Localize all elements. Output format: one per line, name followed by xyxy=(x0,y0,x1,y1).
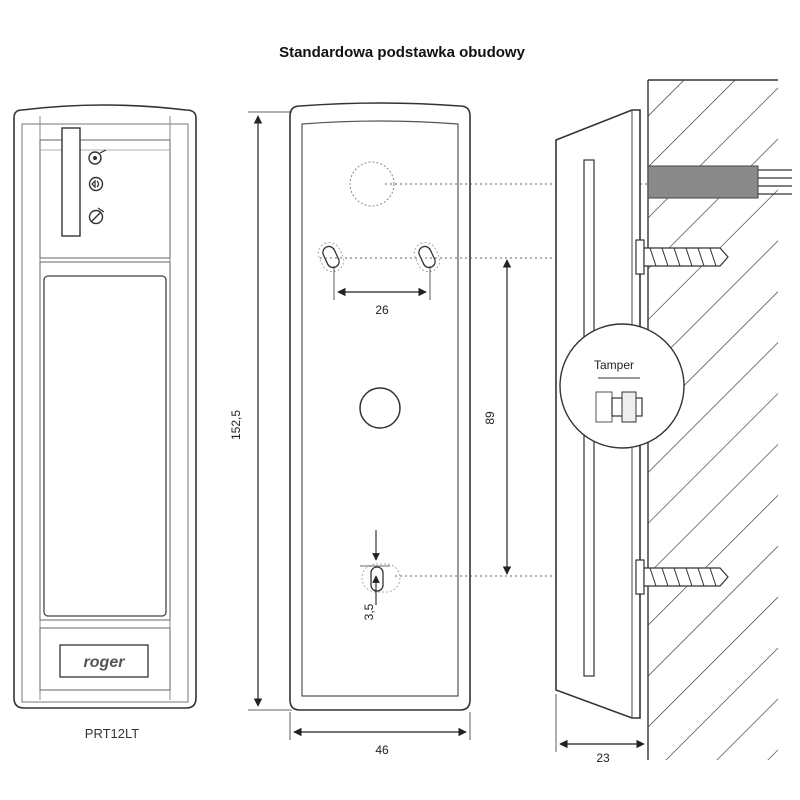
tamper-magnifier xyxy=(559,323,685,449)
dim-hole-spacing: 26 xyxy=(375,303,389,317)
led-window xyxy=(61,127,81,237)
prohibited-icon xyxy=(88,207,105,225)
tamper-switch-body xyxy=(595,391,613,423)
logo-plate xyxy=(59,644,149,678)
center-hole xyxy=(359,387,401,429)
led-status-icon xyxy=(88,149,107,165)
dim-height: 152,5 xyxy=(229,410,243,440)
dim-width: 46 xyxy=(375,743,389,757)
dim-vertical-spacing: 89 xyxy=(483,411,497,425)
wall-anchor-bottom xyxy=(635,559,729,595)
back-view: 26 3,5 152,5 46 89 xyxy=(229,102,512,757)
dim-slot-offset: 3,5 xyxy=(362,603,376,620)
dim-depth: 23 xyxy=(596,751,610,765)
mounting-slot-left xyxy=(317,241,345,273)
tamper-label: Tamper xyxy=(594,358,634,372)
diagram-title: Standardowa podstawka obudowy xyxy=(279,44,526,61)
cable xyxy=(647,165,759,199)
card-reading-area xyxy=(43,275,167,617)
front-view: roger PRT12LT xyxy=(13,104,197,741)
cable-hole xyxy=(349,161,395,207)
buzzer-icon xyxy=(88,176,104,192)
mounting-slot-right xyxy=(413,241,441,273)
indicator-panel xyxy=(39,139,171,259)
wall-anchor-top xyxy=(635,239,729,275)
brand-logo: roger xyxy=(84,654,126,671)
side-view: Tamper 23 xyxy=(555,79,792,765)
model-label: PRT12LT xyxy=(85,726,139,741)
